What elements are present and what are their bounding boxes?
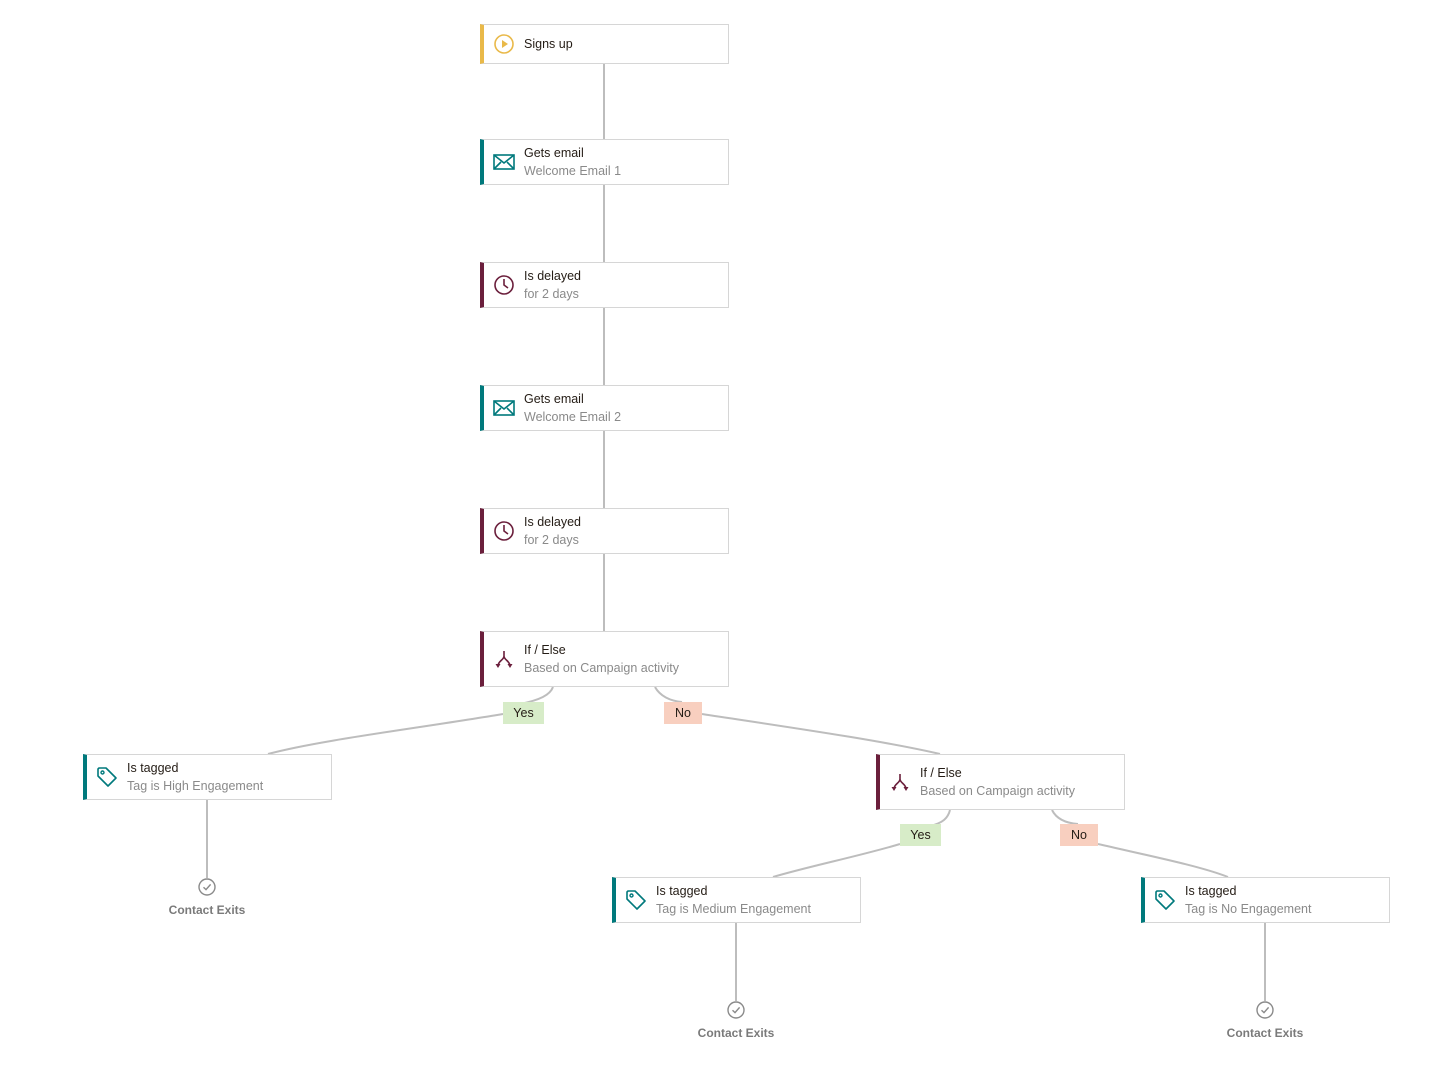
branch-icon [880, 771, 920, 793]
step-subtitle: Welcome Email 1 [524, 164, 622, 178]
tag-icon [87, 766, 127, 788]
clock-icon [484, 520, 524, 542]
contact-exit: Contact Exits [1205, 1001, 1325, 1040]
check-circle-icon [198, 878, 216, 896]
clock-icon [484, 274, 524, 296]
step-tag-medium-engagement[interactable]: Is tagged Tag is Medium Engagement [612, 877, 861, 923]
step-title: Gets email [524, 146, 584, 160]
branch-no-label[interactable]: No [664, 702, 702, 724]
contact-exit: Contact Exits [147, 878, 267, 917]
play-circle-icon [484, 33, 524, 55]
branch-yes-label[interactable]: Yes [900, 824, 941, 846]
step-signs-up[interactable]: Signs up [480, 24, 729, 64]
step-title: Is tagged [1185, 884, 1237, 898]
contact-exit-label: Contact Exits [697, 1026, 775, 1040]
branch-yes-label[interactable]: Yes [503, 702, 544, 724]
step-tag-no-engagement[interactable]: Is tagged Tag is No Engagement [1141, 877, 1390, 923]
tag-icon [616, 889, 656, 911]
contact-exit-label: Contact Exits [1226, 1026, 1304, 1040]
step-title: If / Else [524, 643, 566, 657]
step-subtitle: Welcome Email 2 [524, 410, 622, 424]
step-title: Is delayed [524, 515, 581, 529]
step-title: Is tagged [656, 884, 708, 898]
envelope-icon [484, 399, 524, 417]
branch-icon [484, 648, 524, 670]
step-tag-high-engagement[interactable]: Is tagged Tag is High Engagement [83, 754, 332, 800]
step-subtitle: Based on Campaign activity [920, 784, 1075, 798]
check-circle-icon [727, 1001, 745, 1019]
step-title: Gets email [524, 392, 584, 406]
tag-icon [1145, 889, 1185, 911]
step-title: Signs up [524, 37, 573, 51]
step-title: If / Else [920, 766, 962, 780]
step-delay-2[interactable]: Is delayed for 2 days [480, 508, 729, 554]
step-subtitle: Tag is High Engagement [127, 779, 264, 793]
contact-exit: Contact Exits [676, 1001, 796, 1040]
check-circle-icon [1256, 1001, 1274, 1019]
step-title: Is delayed [524, 269, 581, 283]
step-delay-1[interactable]: Is delayed for 2 days [480, 262, 729, 308]
step-gets-email-1[interactable]: Gets email Welcome Email 1 [480, 139, 729, 185]
branch-no-label[interactable]: No [1060, 824, 1098, 846]
step-subtitle: for 2 days [524, 533, 579, 547]
step-subtitle: for 2 days [524, 287, 579, 301]
step-title: Is tagged [127, 761, 179, 775]
step-if-else-2[interactable]: If / Else Based on Campaign activity [876, 754, 1125, 810]
step-if-else-1[interactable]: If / Else Based on Campaign activity [480, 631, 729, 687]
step-subtitle: Tag is Medium Engagement [656, 902, 811, 916]
step-subtitle: Based on Campaign activity [524, 661, 679, 675]
contact-exit-label: Contact Exits [168, 903, 246, 917]
envelope-icon [484, 153, 524, 171]
step-gets-email-2[interactable]: Gets email Welcome Email 2 [480, 385, 729, 431]
step-subtitle: Tag is No Engagement [1185, 902, 1312, 916]
